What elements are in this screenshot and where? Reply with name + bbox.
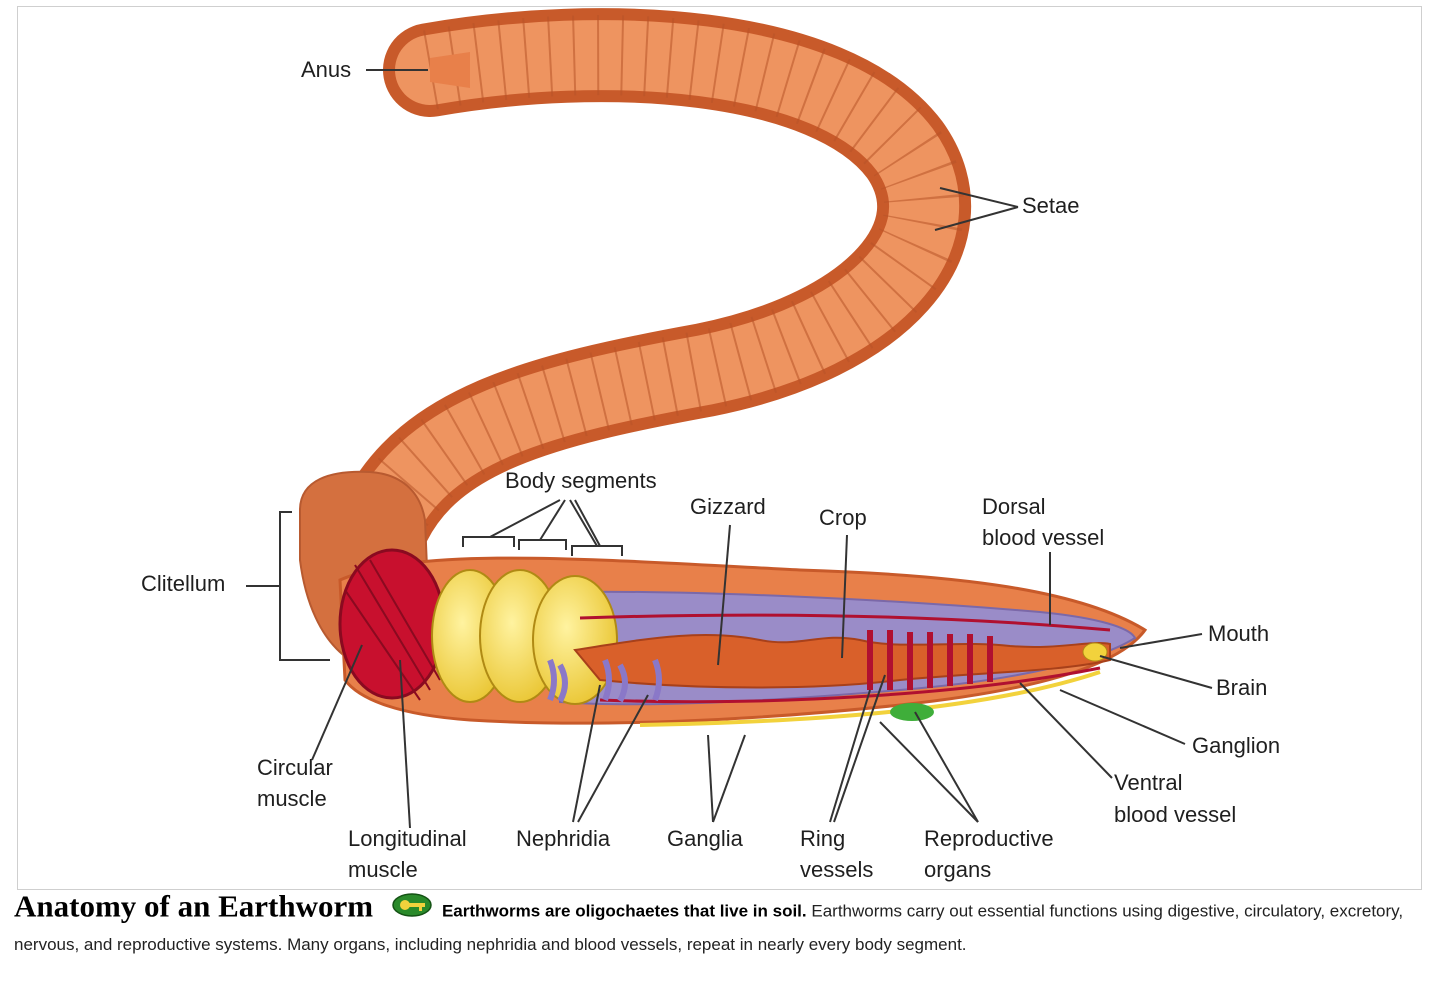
label-dorsal-blood-vessel-line2: blood vessel bbox=[982, 525, 1105, 550]
label-crop: Crop bbox=[819, 505, 867, 530]
label-circular-muscle-line2: muscle bbox=[257, 786, 327, 811]
figure-frame bbox=[17, 6, 1422, 890]
ventral-vessel bbox=[599, 666, 1101, 704]
label-clitellum: Clitellum bbox=[141, 571, 226, 596]
reproductive-organs bbox=[890, 703, 934, 721]
label-mouth: Mouth bbox=[1208, 621, 1270, 646]
nephridia-coils bbox=[547, 658, 662, 703]
label-anus: Anus bbox=[301, 57, 352, 82]
label-setae: Setae bbox=[1022, 193, 1080, 218]
dorsal-vessel bbox=[579, 613, 1111, 632]
circular-muscle bbox=[338, 548, 446, 700]
label-brain: Brain bbox=[1216, 675, 1268, 700]
caption-text: Anatomy of an Earthworm Earthworms are o… bbox=[14, 891, 1419, 959]
label-ganglia: Ganglia bbox=[667, 826, 743, 851]
label-dorsal-blood-vessel-line1: Dorsal bbox=[982, 494, 1046, 519]
ring-vessels bbox=[867, 630, 993, 690]
label-reproductive-organs-line2: organs bbox=[924, 857, 992, 882]
brain bbox=[1082, 642, 1108, 662]
worm-body-tube-highlight bbox=[350, 20, 959, 555]
label-longitudinal-muscle-line2: muscle bbox=[348, 857, 418, 882]
label-ventral-blood-vessel-line1: Ventral bbox=[1114, 770, 1183, 795]
figure-caption: Anatomy of an Earthworm Earthworms are o… bbox=[14, 891, 1419, 959]
label-ring-vessels-line2: vessels bbox=[800, 857, 874, 882]
digestive-tract bbox=[573, 633, 1111, 689]
segment-disc-3 bbox=[532, 575, 618, 705]
label-nephridia: Nephridia bbox=[516, 826, 611, 851]
label-ganglion: Ganglion bbox=[1192, 733, 1281, 758]
caption-title: Anatomy of an Earthworm bbox=[14, 888, 374, 924]
label-body-segments: Body segments bbox=[505, 468, 657, 493]
label-circular-muscle-line1: Circular bbox=[257, 755, 333, 780]
circular-muscle-lines bbox=[344, 559, 441, 701]
earthworm-diagram bbox=[246, 8, 1213, 829]
label-longitudinal-muscle-line1: Longitudinal bbox=[348, 826, 467, 851]
caption-body: Earthworms carry out essential functions… bbox=[14, 901, 1404, 954]
leader-lines bbox=[246, 69, 1213, 829]
label-gizzard: Gizzard bbox=[690, 494, 766, 519]
label-ring-vessels-line1: Ring bbox=[800, 826, 846, 851]
nerve-cord bbox=[639, 670, 1101, 727]
label-reproductive-organs-line1: Reproductive bbox=[924, 826, 1054, 851]
worm-tail bbox=[430, 52, 470, 88]
label-ventral-blood-vessel-line2: blood vessel bbox=[1114, 802, 1237, 827]
caption-lead: Earthworms are oligochaetes that live in… bbox=[441, 901, 807, 921]
key-icon bbox=[391, 893, 432, 926]
